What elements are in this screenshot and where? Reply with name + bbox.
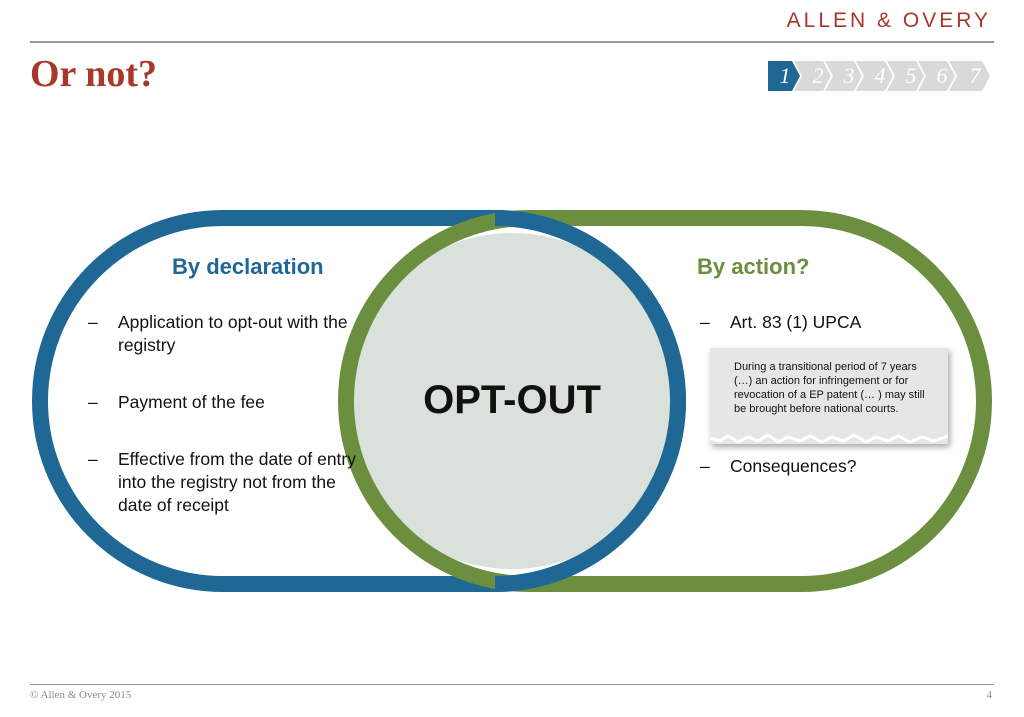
bullet-text: Consequences?	[730, 456, 857, 476]
opt-out-label: OPT-OUT	[423, 378, 601, 422]
page-number: 4	[986, 689, 993, 701]
step-number-1: 1	[779, 63, 791, 88]
declaration-capsule-overlap-arc	[494, 210, 686, 592]
bullet-text: Effective from the date of entry into th…	[118, 449, 356, 515]
bullet-text: Application to opt-out with the registry	[118, 312, 348, 355]
allen-overy-logo: ALLEN & OVERY	[786, 9, 991, 32]
step-chevron-7[interactable]	[949, 61, 990, 91]
header-divider	[30, 41, 994, 43]
bullet-text: Payment of the fee	[118, 392, 265, 412]
action-bullet-article: – Art. 83 (1) UPCA	[700, 311, 990, 334]
step-chevron-4[interactable]	[856, 61, 893, 91]
step-chevron-6[interactable]	[918, 61, 955, 91]
note-text: During a transitional period of 7 years …	[734, 361, 925, 415]
action-bullet-consequences: – Consequences?	[700, 455, 990, 478]
torn-edge	[710, 433, 948, 444]
list-item: –Application to opt-out with the registr…	[88, 311, 356, 357]
list-item: –Payment of the fee	[88, 391, 356, 414]
declaration-bullet-list: –Application to opt-out with the registr…	[88, 311, 356, 517]
quote-note: During a transitional period of 7 years …	[710, 348, 948, 444]
dash-marker: –	[88, 449, 98, 469]
action-capsule	[338, 210, 992, 592]
step-chevron-5[interactable]	[887, 61, 924, 91]
step-number-3: 3	[843, 63, 855, 88]
step-number-4: 4	[874, 63, 886, 88]
step-chevron-1[interactable]	[768, 61, 800, 91]
page-title: Or not?	[30, 53, 158, 95]
dash-marker: –	[700, 312, 710, 332]
step-number-5: 5	[905, 63, 917, 88]
step-navigator: 1 2 3 4 5 6 7	[768, 61, 994, 91]
step-number-2: 2	[812, 63, 824, 88]
step-number-6: 6	[936, 63, 948, 88]
dash-marker: –	[88, 392, 98, 412]
step-chevron-3[interactable]	[825, 61, 862, 91]
step-number-7: 7	[969, 63, 981, 88]
bullet-text: Art. 83 (1) UPCA	[730, 312, 862, 332]
action-heading: By action?	[697, 254, 810, 279]
step-chevron-2[interactable]	[794, 61, 831, 91]
dash-marker: –	[700, 456, 710, 476]
footer-divider	[30, 684, 994, 685]
step-chevrons	[768, 61, 990, 91]
declaration-heading: By declaration	[172, 254, 324, 279]
footer-copyright: © Allen & Overy 2015	[30, 689, 132, 701]
list-item: –Effective from the date of entry into t…	[88, 448, 356, 517]
opt-out-circle-fill	[344, 233, 680, 569]
dash-marker: –	[88, 312, 98, 332]
